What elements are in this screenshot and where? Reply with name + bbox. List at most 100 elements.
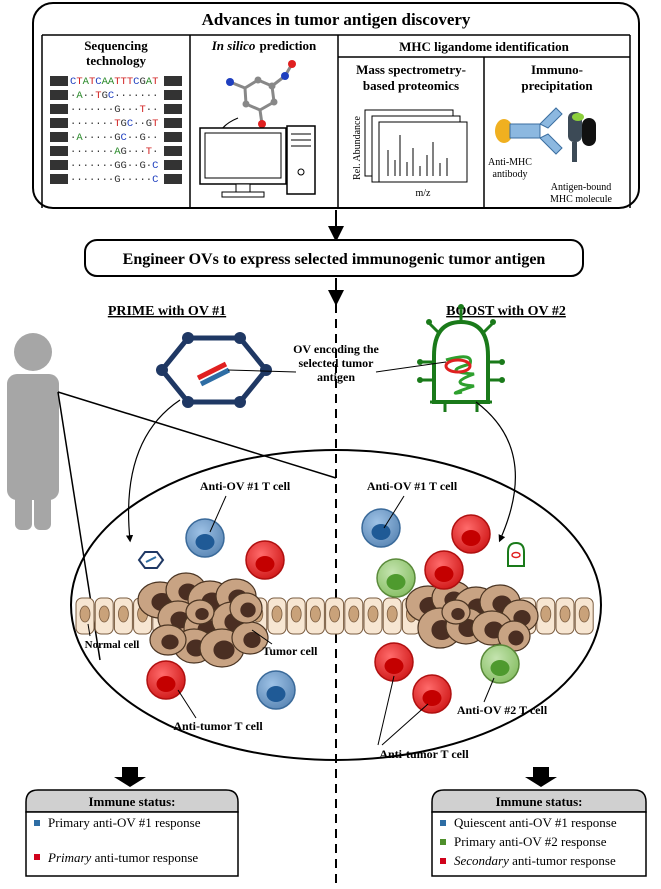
blue-t-cell	[185, 518, 225, 558]
tumor-cell	[441, 599, 471, 625]
mass-spec-section: Mass spectrometry- based proteomics Rel.…	[352, 62, 468, 199]
svg-text:Sequencing: Sequencing	[84, 38, 148, 53]
svg-text:Engineer OVs to express select: Engineer OVs to express selected immunog…	[123, 251, 546, 268]
red-t-cell	[374, 642, 414, 682]
ov2-small-icon	[507, 541, 525, 567]
ov1-virus-icon	[156, 332, 272, 408]
svg-text:based proteomics: based proteomics	[363, 78, 459, 93]
svg-text:antigen: antigen	[317, 370, 355, 384]
green-t-cell	[376, 558, 416, 598]
legend-swatch	[34, 820, 40, 826]
atoms	[226, 60, 296, 128]
normal-cell	[325, 597, 345, 635]
cell-labels: Anti-OV #1 T cell Anti-OV #1 T cell Norm…	[85, 479, 548, 761]
prime-title: PRIME with OV #1	[108, 304, 226, 319]
svg-text:Immune status:: Immune status:	[495, 794, 582, 809]
antibody-icon	[495, 107, 563, 155]
normal-cell	[363, 597, 383, 635]
immune-status-right: Immune status: Quiescent anti-OV #1 resp…	[431, 789, 647, 877]
green-t-cell	[480, 644, 520, 684]
svg-text:Mass spectrometry-: Mass spectrometry-	[356, 62, 466, 77]
sequence-text: ·······AG···T·	[70, 146, 158, 158]
svg-text:Anti-OV #1 T cell: Anti-OV #1 T cell	[200, 479, 291, 493]
normal-cell	[305, 597, 325, 635]
mhc-molecule-icon	[568, 112, 596, 162]
normal-cell	[75, 597, 95, 635]
tumor-cell	[231, 621, 269, 655]
blue-t-cell	[361, 508, 401, 548]
ov1-small-icon	[137, 551, 165, 569]
red-t-cell	[245, 540, 285, 580]
red-t-cell	[146, 660, 186, 700]
svg-text:Anti-OV #2 T cell: Anti-OV #2 T cell	[457, 703, 548, 717]
legend-swatch	[34, 854, 40, 860]
result-arrows	[114, 767, 557, 787]
spectrum-peaks	[387, 135, 448, 176]
sequencing-section: Sequencing technology CTATCAATTTCGAT ·A··…	[50, 38, 182, 186]
svg-text:Normal cell: Normal cell	[85, 639, 140, 651]
sequence-row: ·A··TGC·······	[50, 90, 182, 102]
svg-text:Primary anti-OV #2 response: Primary anti-OV #2 response	[454, 834, 607, 849]
svg-text:Anti-tumor T cell: Anti-tumor T cell	[173, 719, 263, 733]
sequence-text: ·······GG··G·C	[70, 160, 158, 172]
sequence-text: ·······G·····C	[70, 174, 158, 186]
svg-text:antibody: antibody	[493, 169, 528, 180]
legend-swatch	[440, 839, 446, 845]
sequence-row: ·A·····GC··G··	[50, 132, 182, 144]
tumor-cell	[497, 620, 531, 652]
tumor-cell	[149, 624, 187, 656]
sequence-row: CTATCAATTTCGAT	[50, 76, 182, 88]
person-icon	[7, 333, 59, 530]
svg-text:MHC molecule: MHC molecule	[550, 194, 612, 205]
svg-text:Primary anti-OV #1 response: Primary anti-OV #1 response	[48, 815, 201, 830]
svg-text:precipitation: precipitation	[521, 78, 593, 93]
sequence-text: ·A·····GC··G··	[70, 132, 158, 144]
svg-text:Quiescent anti-OV #1 response: Quiescent anti-OV #1 response	[454, 815, 617, 830]
normal-cell	[555, 597, 575, 635]
svg-text:Rel. Abundance: Rel. Abundance	[352, 116, 363, 180]
tumor-microenvironment	[70, 449, 602, 761]
svg-text:Primary anti-tumor response: Primary anti-tumor response	[47, 850, 198, 865]
sequence-row: ·······G·····C	[50, 174, 182, 186]
svg-text:Antigen-bound: Antigen-bound	[551, 182, 612, 193]
antigen-discovery-panel: Advances in tumor antigen discovery	[32, 2, 640, 209]
normal-cell	[536, 597, 556, 635]
blue-t-cell	[256, 670, 296, 710]
sequence-row: ·······GG··G·C	[50, 160, 182, 172]
engineer-ov-box: Engineer OVs to express selected immunog…	[84, 239, 584, 277]
sequence-text: ·······TGC··GT	[70, 118, 158, 130]
sequence-row: ·······AG···T·	[50, 146, 182, 158]
sequence-row: ·······G···T··	[50, 104, 182, 116]
boost-title: BOOST with OV #2	[446, 304, 566, 319]
immunoprecipitation-section: Immuno- precipitation Anti-MHC antibody …	[488, 62, 612, 205]
svg-text:technology: technology	[86, 53, 146, 68]
normal-cell	[267, 597, 287, 635]
t-cells	[146, 508, 520, 714]
svg-text:OV encoding the: OV encoding the	[293, 342, 379, 356]
svg-text:Anti-MHC: Anti-MHC	[488, 157, 532, 168]
svg-text:Immuno-: Immuno-	[531, 62, 583, 77]
normal-cell	[113, 597, 133, 635]
svg-text:Anti-tumor T cell: Anti-tumor T cell	[379, 747, 469, 761]
tumor-cell	[229, 592, 263, 624]
svg-text:Immune status:: Immune status:	[88, 794, 175, 809]
panel-title: Advances in tumor antigen discovery	[202, 10, 471, 29]
normal-cell	[382, 597, 402, 635]
mhc-title: MHC ligandome identification	[399, 39, 569, 54]
normal-cell	[344, 597, 364, 635]
svg-text:Secondary anti-tumor response: Secondary anti-tumor response	[454, 853, 616, 868]
sequence-row: ·······TGC··GT	[50, 118, 182, 130]
normal-cell	[574, 597, 594, 635]
normal-cell	[94, 597, 114, 635]
immune-status-left: Immune status: Primary anti-OV #1 respon…	[25, 789, 239, 877]
legend-swatch	[440, 858, 446, 864]
tumor-mass	[137, 572, 539, 668]
sequence-text: ·······G···T··	[70, 104, 158, 116]
computer-icon	[199, 125, 316, 198]
sequence-text: ·A··TGC·······	[70, 90, 158, 102]
svg-text:Tumor cell: Tumor cell	[262, 644, 318, 658]
ov2-virus-icon	[417, 304, 505, 412]
red-t-cell	[451, 514, 491, 554]
